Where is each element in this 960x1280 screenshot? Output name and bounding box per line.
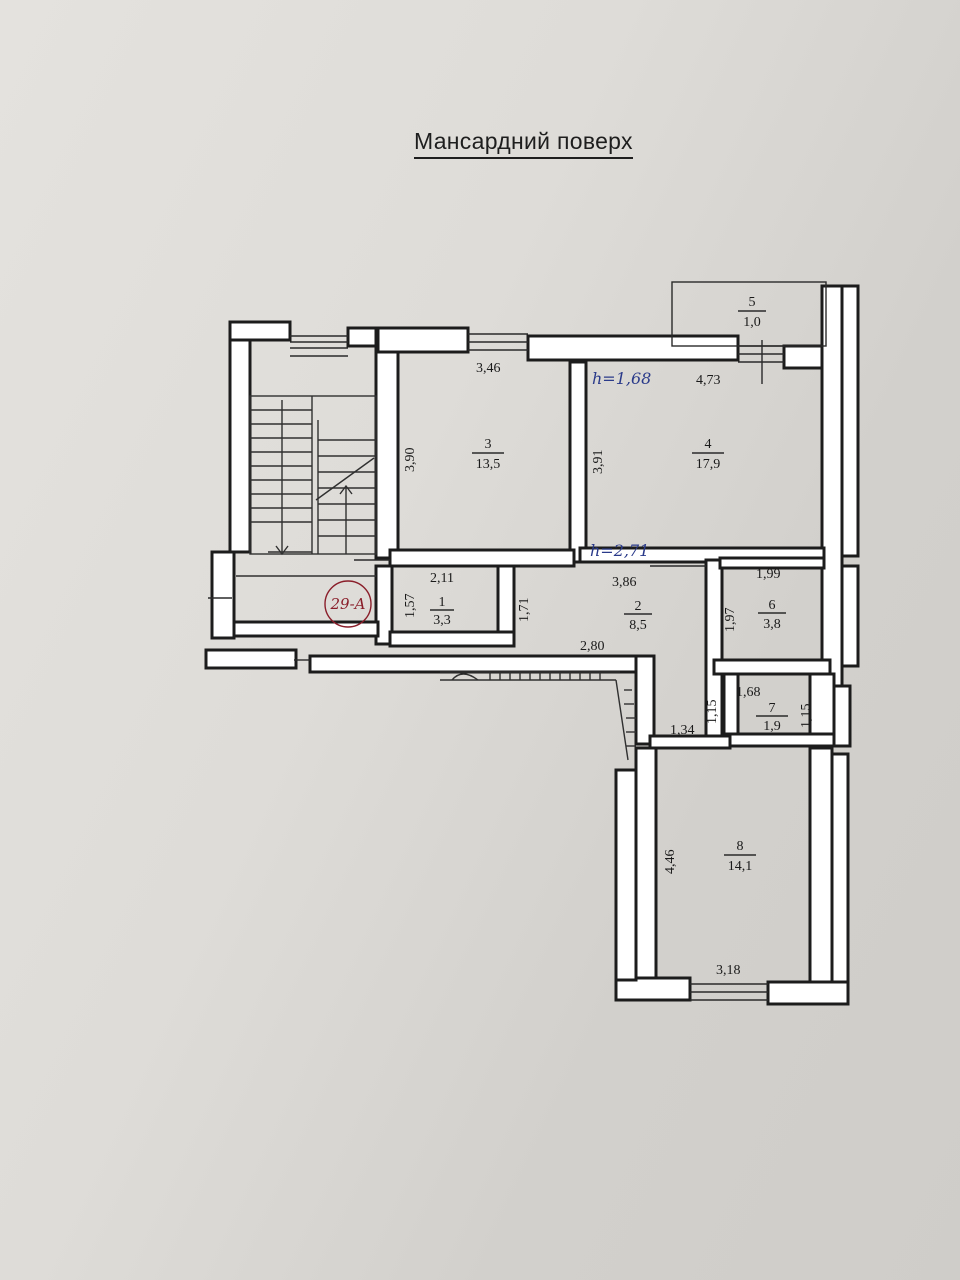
- room-7-area: 1,9: [763, 719, 781, 734]
- windows: [208, 333, 784, 1001]
- wall-corridor-left: [634, 654, 656, 746]
- dim-r4-width: 4,73: [696, 373, 721, 388]
- room-7-number: 7: [769, 701, 776, 716]
- dim-corridor-width: 1,34: [670, 723, 695, 738]
- room-3-number: 3: [485, 437, 492, 452]
- dim-r2-width-top: 3,86: [612, 575, 637, 590]
- wall-r6-top: [718, 556, 826, 570]
- dim-r8-width: 3,18: [716, 963, 741, 978]
- wall-r3-r4-top: [526, 334, 740, 362]
- room-3-area: 13,5: [476, 457, 501, 472]
- room-1-area: 3,3: [433, 613, 451, 628]
- wall-r8-right-outer: [830, 752, 850, 990]
- room-2-area: 8,5: [629, 618, 647, 633]
- wall-left-lobby: [210, 550, 236, 640]
- wall-r8-bottom-right: [766, 980, 850, 1006]
- room-5-number: 5: [749, 295, 756, 310]
- wall-r8-outer-left: [614, 768, 638, 982]
- dim-r3-width: 3,46: [476, 361, 501, 376]
- wall-top-stair-left: [228, 320, 292, 342]
- wall-right-outer-b: [840, 564, 860, 668]
- room-6-number: 6: [769, 598, 776, 613]
- room-2-number: 2: [635, 599, 642, 614]
- note-height-1: h=1,68: [592, 369, 651, 388]
- wall-r1-left: [374, 564, 394, 646]
- room-1-number: 1: [439, 595, 446, 610]
- room-8-area: 14,1: [728, 859, 753, 874]
- dim-r1-width: 2,11: [430, 571, 454, 586]
- room-4-area: 17,9: [696, 457, 721, 472]
- walls: [204, 281, 860, 1006]
- wall-corridor-bottom: [648, 734, 732, 750]
- dim-r2-width-bottom: 2,80: [580, 639, 605, 654]
- room-8-number: 8: [737, 839, 744, 854]
- note-height-2: h=2,71: [590, 541, 649, 560]
- wall-r3-top-left: [376, 326, 470, 354]
- wall-r6-bottom: [712, 658, 832, 676]
- wall-left-stair: [228, 320, 252, 554]
- wall-r4-top-right: [782, 344, 826, 370]
- wall-bottom-left-a: [204, 648, 298, 670]
- apartment-number: 29-A: [330, 595, 366, 613]
- room-4-number: 4: [705, 437, 712, 452]
- wall-r8-right: [808, 746, 834, 990]
- dim-r7-height: 1,15: [799, 704, 814, 729]
- staircase: [236, 395, 377, 577]
- wall-r7-bottom: [722, 732, 836, 748]
- dim-r8-height: 4,46: [663, 850, 678, 875]
- wall-stair-r3: [374, 326, 400, 560]
- wall-r3-bottom: [388, 548, 576, 568]
- handwritten-notes: h=1,68 h=2,71 29-A: [324, 369, 651, 628]
- dim-r1-height: 1,57: [403, 594, 418, 619]
- wall-r3-r4: [568, 360, 588, 564]
- room-6-area: 3,8: [763, 617, 781, 632]
- wall-r8-bottom-left: [614, 976, 692, 1002]
- dim-r6-width: 1,99: [756, 567, 781, 582]
- dim-corridor-height: 1,15: [705, 700, 720, 725]
- wall-bottom-left-b: [308, 654, 652, 674]
- dim-r7-width: 1,68: [736, 685, 761, 700]
- dim-r3-height: 3,90: [403, 448, 418, 473]
- dimension-labels: 3,46 3,90 4,73 3,91 2,11 1,57 3,86 1,71 …: [403, 361, 814, 978]
- wall-right-outer-a: [840, 284, 860, 558]
- dim-r6-height: 1,97: [723, 608, 738, 633]
- apartment-circle: [324, 580, 372, 628]
- lower-stair: [440, 671, 636, 761]
- wall-r8-left: [634, 746, 658, 990]
- plan-title: Мансардний поверх: [414, 128, 633, 159]
- wall-r7-right: [808, 672, 836, 746]
- dim-r2-height: 1,71: [517, 598, 532, 623]
- room-5-area: 1,0: [743, 315, 761, 330]
- room-labels: 5 1,0 3 13,5 4 17,9 1 3,3 2 8,5 6 3,8 7: [430, 295, 788, 874]
- wall-lobby-bottom: [232, 620, 380, 638]
- dim-r4-height: 3,91: [591, 450, 606, 475]
- wall-r1-bottom: [388, 630, 516, 648]
